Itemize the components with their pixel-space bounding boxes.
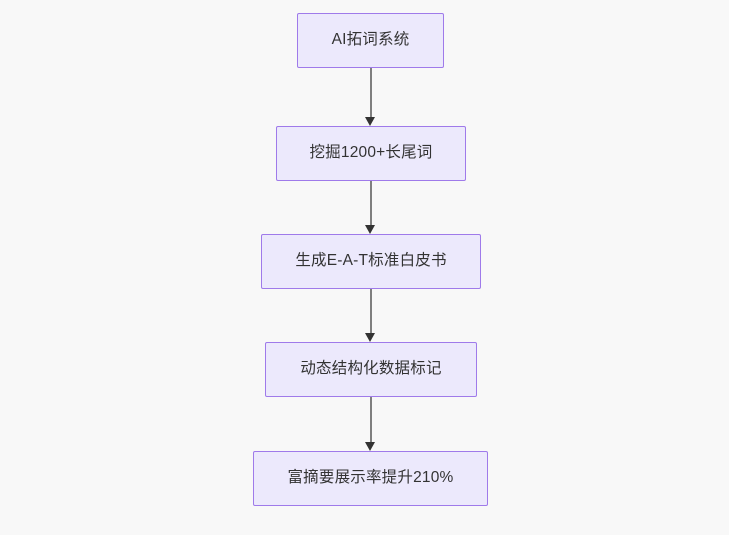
flowchart-node-3[interactable]: 生成E-A-T标准白皮书 [261, 234, 481, 289]
flowchart-edge-2-arrow-icon [365, 225, 375, 234]
flowchart-edge-3-arrow-icon [365, 333, 375, 342]
flowchart-node-2-label: 挖掘1200+长尾词 [309, 144, 433, 162]
flowchart-node-5-label: 富摘要展示率提升210% [287, 469, 454, 487]
flowchart-edge-1-arrow-icon [365, 117, 375, 126]
flowchart-edge-2-line [369, 181, 372, 225]
flowchart-node-5[interactable]: 富摘要展示率提升210% [253, 451, 488, 506]
flowchart-edge-4-arrow-icon [365, 442, 375, 451]
flowchart-node-3-label: 生成E-A-T标准白皮书 [295, 252, 447, 270]
flowchart-edge-1-line [369, 68, 372, 117]
flowchart-node-1[interactable]: AI拓词系统 [297, 13, 444, 68]
flowchart-node-4[interactable]: 动态结构化数据标记 [265, 342, 477, 397]
flowchart-node-2[interactable]: 挖掘1200+长尾词 [276, 126, 466, 181]
flowchart-node-1-label: AI拓词系统 [331, 31, 410, 49]
flowchart-edge-4-line [369, 397, 372, 442]
flowchart-edge-3-line [369, 289, 372, 333]
flowchart-node-4-label: 动态结构化数据标记 [300, 360, 442, 378]
